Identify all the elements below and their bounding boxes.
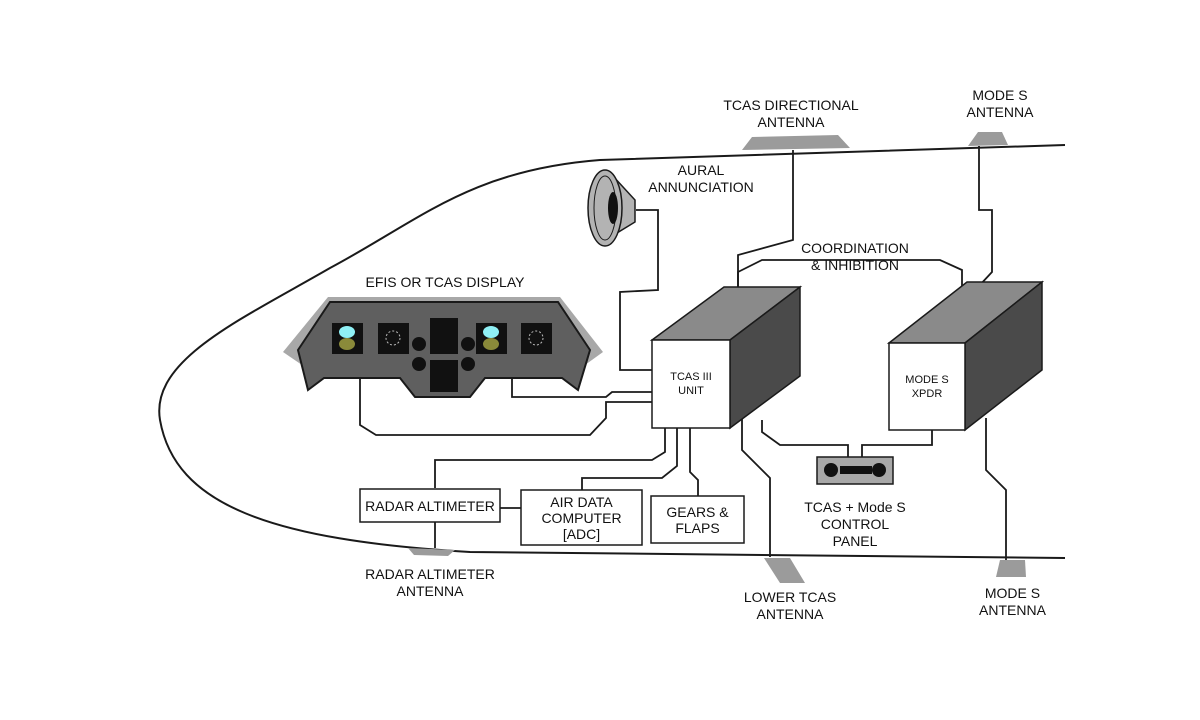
mode-s-antenna-top-label: MODE S ANTENNA [955,87,1045,121]
coordination-inhibition-label: COORDINATION & INHIBITION [790,240,920,274]
lower-tcas-antenna-shape [764,558,805,583]
control-panel-label: TCAS + Mode S CONTROL PANEL [790,499,920,550]
mode-s-antenna-bottom-label: MODE S ANTENNA [965,585,1060,619]
radar-altimeter-antenna-label: RADAR ALTIMETER ANTENNA [355,566,505,600]
label-line: UNIT [678,385,704,397]
label-line: & INHIBITION [811,257,899,273]
label-line: TCAS III [670,371,712,383]
radar-altimeter-box [359,488,501,523]
radar-altimeter-antenna-shape [408,548,455,556]
aural-annunciation-label: AURAL ANNUNCIATION [640,162,762,196]
fuselage-outline [158,144,1066,559]
label-line: COMPUTER [541,509,622,526]
tcas-directional-antenna-shape [742,135,850,150]
label-line: LOWER TCAS [743,589,837,605]
speaker-icon [587,169,636,247]
label-line: CONTROL [820,516,890,532]
label-line: MODE S [984,585,1041,601]
label-line: ANNUNCIATION [648,179,754,195]
label-line: TCAS + Mode S [804,499,906,515]
label-line: AIR DATA [550,493,613,510]
efis-display-icon [283,297,603,398]
label-line: GEARS & [666,503,729,520]
mode-s-antenna-top-shape [968,132,1008,146]
label-line: ANTENNA [396,583,464,599]
label-line: PANEL [832,533,878,549]
mode-s-antenna-bottom-shape [996,560,1026,577]
label-line: ANTENNA [966,104,1034,120]
label-line: ANTENNA [979,602,1046,618]
mode-s-xpdr-box [886,280,1045,432]
mode-s-xpdr-label: MODE S XPDR [889,343,965,430]
label-line: MODE S [972,87,1028,103]
gears-flaps-box [650,495,745,544]
tcas-unit-label: TCAS III UNIT [652,340,730,428]
tcas-directional-antenna-label: TCAS DIRECTIONAL ANTENNA [716,97,866,131]
label-line: MODE S [905,373,949,386]
efis-display-label: EFIS OR TCAS DISPLAY [365,274,525,290]
adc-label: AIR DATA COMPUTER [ADC] [521,490,642,545]
label-line: XPDR [911,387,943,400]
wiring [359,146,1007,560]
radar-altimeter-label: RADAR ALTIMETER [365,497,495,514]
control-panel-icon [816,456,894,485]
label-line: FLAPS [675,519,720,536]
adc-box [520,489,643,546]
label-line: COORDINATION [801,240,909,256]
label-line: TCAS DIRECTIONAL [723,97,859,113]
label-line: ANTENNA [757,114,825,130]
lower-tcas-antenna-label: LOWER TCAS ANTENNA [730,589,850,623]
label-line: ANTENNA [756,606,824,622]
tcas-unit-box [649,285,803,430]
label-line: [ADC] [562,525,601,542]
label-line: AURAL [677,162,725,178]
gears-flaps-label: GEARS & FLAPS [651,496,744,543]
label-line: RADAR ALTIMETER [365,566,495,582]
